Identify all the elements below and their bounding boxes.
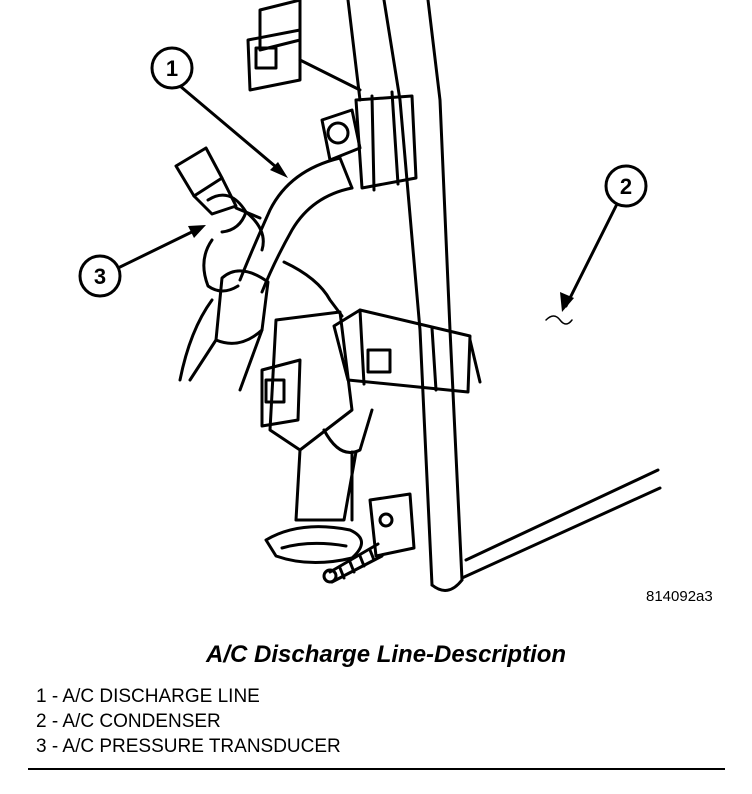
callout-3: 3 [78, 254, 122, 298]
legend-item: 3 - A/C PRESSURE TRANSDUCER [36, 736, 341, 757]
legend-item: 2 - A/C CONDENSER [36, 711, 221, 732]
figure-caption: A/C Discharge Line-Description [206, 641, 567, 668]
callout-2: 2 [604, 164, 648, 208]
sensor-wire [282, 260, 344, 318]
callout-3-number: 3 [94, 264, 106, 289]
bottom-divider [28, 768, 725, 770]
callout-1-number: 1 [166, 56, 178, 81]
arrowhead-3 [188, 225, 206, 238]
discharge-line-tube [238, 156, 354, 294]
arrowhead-1 [270, 162, 288, 178]
legend-list: 1 - A/C DISCHARGE LINE 2 - A/C CONDENSER… [36, 684, 341, 759]
discharge-line-illustration: 1 2 3 [78, 0, 662, 592]
upper-bracket [246, 0, 362, 92]
fitting-nut [320, 108, 362, 162]
condenser-surface-mark [545, 315, 573, 325]
condenser-frame [346, 0, 662, 592]
upper-mount-clamp [354, 90, 418, 192]
legend-item: 1 - A/C DISCHARGE LINE [36, 686, 260, 707]
pressure-transducer [174, 146, 265, 293]
lower-bolt-clip [322, 492, 416, 584]
arrowhead-2 [560, 292, 574, 312]
mounting-foot [264, 525, 363, 565]
figure-code: 814092a3 [646, 588, 713, 605]
middle-clamp-bracket [332, 308, 482, 394]
callout-2-number: 2 [620, 174, 632, 199]
callout-1: 1 [150, 46, 194, 90]
hose-sleeve [178, 269, 270, 392]
lower-mount-body [260, 310, 374, 522]
callout-leaders [116, 84, 618, 308]
